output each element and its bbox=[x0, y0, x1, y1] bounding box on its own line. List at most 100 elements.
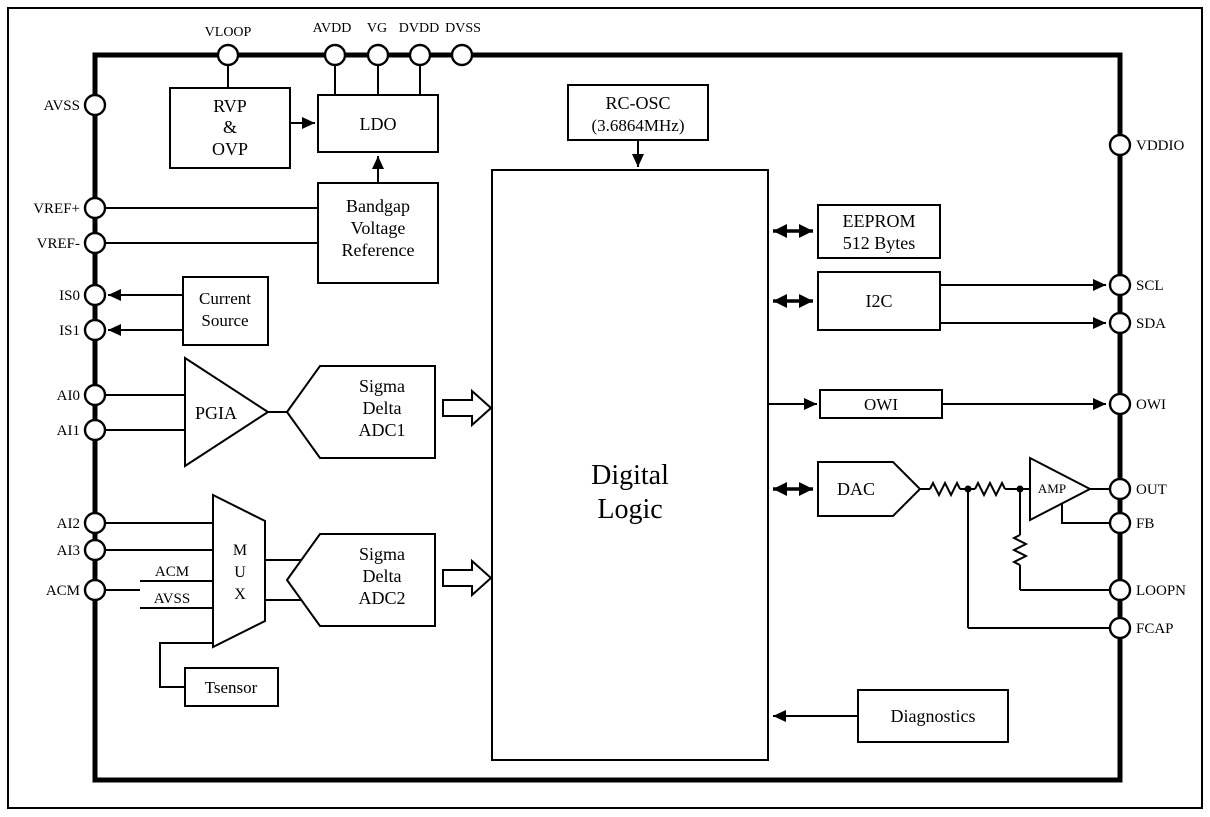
adc1-label: ADC1 bbox=[358, 420, 405, 440]
block-dac: DAC bbox=[817, 461, 922, 517]
ldo-label: LDO bbox=[360, 114, 397, 134]
pin-label-out: OUT bbox=[1136, 482, 1167, 498]
pin-is1 bbox=[83, 318, 107, 342]
adc1-label: Delta bbox=[363, 398, 402, 418]
adc2-label: Sigma bbox=[359, 544, 405, 564]
pin-label-owi: OWI bbox=[1136, 397, 1166, 413]
pin-is0 bbox=[83, 283, 107, 307]
bandgap-label: Bandgap bbox=[346, 196, 410, 216]
mux-label: X bbox=[234, 586, 246, 603]
pin-label-is0: IS0 bbox=[59, 288, 80, 304]
block-mux: M U X bbox=[212, 493, 266, 649]
pin-fcap bbox=[1108, 616, 1132, 640]
wire-fb bbox=[1061, 503, 1110, 524]
pin-label-fcap: FCAP bbox=[1136, 621, 1174, 637]
wire-mux-tsensor bbox=[159, 642, 213, 688]
pin-ai1 bbox=[83, 418, 107, 442]
tsensor-label: Tsensor bbox=[205, 678, 258, 697]
pin-vloop bbox=[216, 43, 240, 67]
pin-label-ai1: AI1 bbox=[57, 423, 80, 439]
pin-ai2 bbox=[83, 511, 107, 535]
pin-owi bbox=[1108, 392, 1132, 416]
block-ldo: LDO bbox=[317, 94, 439, 153]
pin-ai0 bbox=[83, 383, 107, 407]
pin-ai3 bbox=[83, 538, 107, 562]
blocks: RVP & OVP LDO Bandgap Voltage Reference … bbox=[154, 84, 1093, 761]
block-digital-logic: Digital Logic bbox=[491, 169, 769, 761]
pin-vddio bbox=[1108, 133, 1132, 157]
owi-label: OWI bbox=[864, 395, 898, 414]
block-adc1: Sigma Delta ADC1 bbox=[285, 365, 436, 459]
pins: VLOOP AVDD VG DVDD DVSS AVSS VREF+ VREF-… bbox=[33, 21, 1186, 640]
rc-osc-label: (3.6864MHz) bbox=[591, 116, 684, 135]
rvp-ovp-label: & bbox=[223, 117, 237, 137]
adc2-label: Delta bbox=[363, 566, 402, 586]
current-source-label: Source bbox=[201, 311, 248, 330]
block-current-source: Current Source bbox=[182, 276, 269, 346]
pin-label-loopn: LOOPN bbox=[1136, 583, 1186, 599]
pin-scl bbox=[1108, 273, 1132, 297]
pin-label-dvss: DVSS bbox=[445, 21, 481, 36]
block-rc-osc: RC-OSC (3.6864MHz) bbox=[567, 84, 709, 141]
block-arrow-adc1-dl bbox=[442, 388, 493, 428]
pin-label-avss: AVSS bbox=[44, 98, 80, 114]
pgia-label: PGIA bbox=[195, 403, 237, 423]
pin-label-sda: SDA bbox=[1136, 316, 1166, 332]
pin-dvdd bbox=[408, 43, 432, 67]
block-amp: AMP bbox=[1029, 456, 1093, 522]
block-tsensor: Tsensor bbox=[184, 667, 279, 707]
resistor-r1 bbox=[929, 480, 961, 498]
adc2-label: ADC2 bbox=[358, 588, 405, 608]
pin-label-vg: VG bbox=[367, 21, 387, 36]
resistor-r3 bbox=[1011, 534, 1029, 566]
pin-label-is1: IS1 bbox=[59, 323, 80, 339]
rvp-ovp-label: OVP bbox=[212, 139, 248, 159]
wires bbox=[105, 65, 1110, 722]
eeprom-label: EEPROM bbox=[842, 211, 915, 231]
pin-label-acm: ACM bbox=[46, 583, 80, 599]
pin-vref-minus bbox=[83, 231, 107, 255]
digital-logic-label: Digital bbox=[591, 460, 669, 491]
pin-label-ai0: AI0 bbox=[57, 388, 80, 404]
pin-label-avdd: AVDD bbox=[313, 21, 352, 36]
pin-label-vref-minus: VREF- bbox=[37, 236, 80, 252]
block-bandgap: Bandgap Voltage Reference bbox=[317, 182, 439, 284]
pin-label-vref-plus: VREF+ bbox=[33, 201, 80, 217]
pin-avss bbox=[83, 93, 107, 117]
i2c-label: I2C bbox=[866, 291, 893, 311]
block-owi: OWI bbox=[819, 389, 943, 419]
block-adc2: Sigma Delta ADC2 bbox=[285, 533, 436, 627]
pin-label-ai3: AI3 bbox=[57, 543, 80, 559]
bandgap-label: Reference bbox=[342, 240, 415, 260]
pin-label-vloop: VLOOP bbox=[205, 25, 252, 40]
block-diagnostics: Diagnostics bbox=[857, 689, 1009, 743]
dac-label: DAC bbox=[837, 479, 875, 499]
eeprom-label: 512 Bytes bbox=[843, 233, 916, 253]
pin-label-vddio: VDDIO bbox=[1136, 138, 1184, 154]
digital-logic-label: Logic bbox=[597, 494, 662, 525]
pin-loopn bbox=[1108, 578, 1132, 602]
chip-outline bbox=[92, 52, 1123, 783]
pin-label-scl: SCL bbox=[1136, 278, 1164, 294]
block-i2c: I2C bbox=[817, 271, 941, 331]
block-arrow-adc2-dl bbox=[442, 558, 493, 598]
pin-acm bbox=[83, 578, 107, 602]
pin-avdd bbox=[323, 43, 347, 67]
pin-dvss bbox=[450, 43, 474, 67]
pin-vref-plus bbox=[83, 196, 107, 220]
block-eeprom: EEPROM 512 Bytes bbox=[817, 204, 941, 259]
pin-vg bbox=[366, 43, 390, 67]
block-pgia: PGIA bbox=[184, 356, 270, 468]
resistor-r2 bbox=[974, 480, 1006, 498]
mux-input-acm-label: ACM bbox=[155, 564, 189, 580]
amp-label: AMP bbox=[1038, 481, 1066, 496]
pin-label-fb: FB bbox=[1136, 516, 1154, 532]
bandgap-label: Voltage bbox=[351, 218, 406, 238]
block-rvp-ovp: RVP & OVP bbox=[169, 87, 291, 169]
pin-fb bbox=[1108, 511, 1132, 535]
diagnostics-label: Diagnostics bbox=[891, 706, 976, 726]
pin-label-ai2: AI2 bbox=[57, 516, 80, 532]
adc1-label: Sigma bbox=[359, 376, 405, 396]
